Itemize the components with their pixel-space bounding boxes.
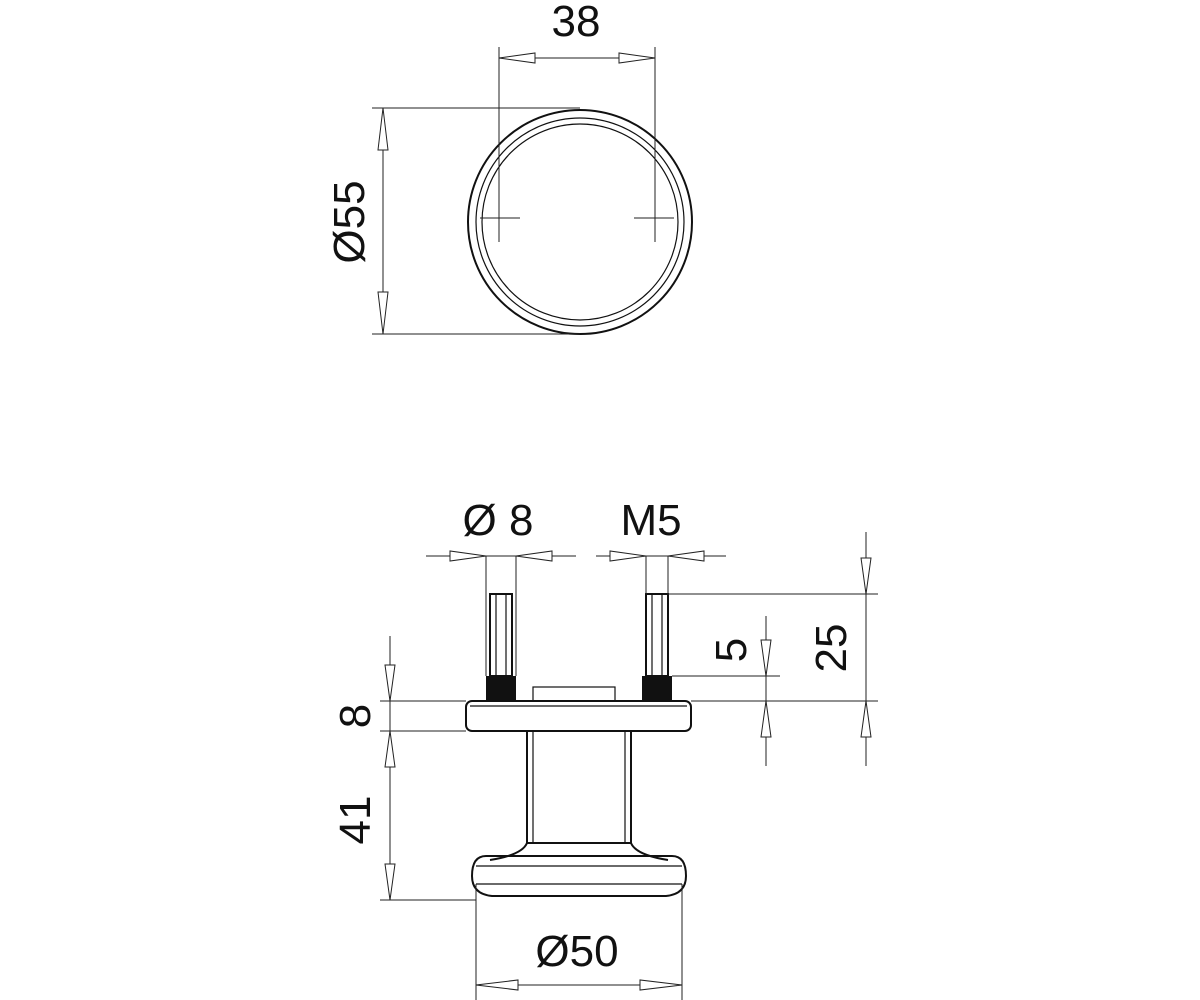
knob-inner-circle [475, 117, 685, 327]
dimension-knob-height: 41 [331, 796, 476, 901]
pin-center-mark-left [480, 195, 520, 242]
pin-left [489, 593, 513, 677]
dimension-diameter-55-label: Ø55 [325, 180, 374, 263]
dimension-pin-diameter: Ø 8 [426, 496, 576, 676]
dimension-thread-length-label: 5 [707, 638, 756, 662]
knob-outer-circle [467, 109, 693, 335]
pin-right [645, 593, 669, 677]
dimension-knob-diameter-label: Ø50 [535, 927, 618, 976]
dimension-pin-length-label: 25 [807, 624, 856, 673]
dimension-diameter-55: Ø55 [325, 107, 580, 335]
dimension-thread-length: 5 [672, 616, 780, 766]
dimension-pin-diameter-label: Ø 8 [463, 496, 534, 545]
center-boss [532, 686, 616, 702]
side-view: Ø 8 M5 8 41 [331, 496, 878, 1000]
thread-right [642, 676, 672, 701]
thread-left [486, 676, 516, 701]
dimension-thread-m5-label: M5 [620, 496, 681, 545]
knob-face-circle [481, 123, 679, 321]
knob-neck [526, 730, 632, 844]
knob-head [470, 855, 688, 897]
dimension-knob-height-label: 41 [331, 796, 380, 845]
dimension-plate-thickness: 8 [331, 636, 466, 900]
dimension-thread-m5: M5 [596, 496, 726, 594]
dimension-38: 38 [498, 0, 656, 195]
dimension-38-label: 38 [552, 0, 601, 46]
dimension-plate-thickness-label: 8 [331, 704, 380, 728]
pin-center-mark-right [634, 195, 674, 242]
top-view: 38 Ø55 [325, 0, 693, 335]
dimension-knob-diameter: Ø50 [475, 884, 683, 1000]
knob-flare [489, 842, 669, 861]
dimension-pin-length: 25 [668, 532, 878, 766]
